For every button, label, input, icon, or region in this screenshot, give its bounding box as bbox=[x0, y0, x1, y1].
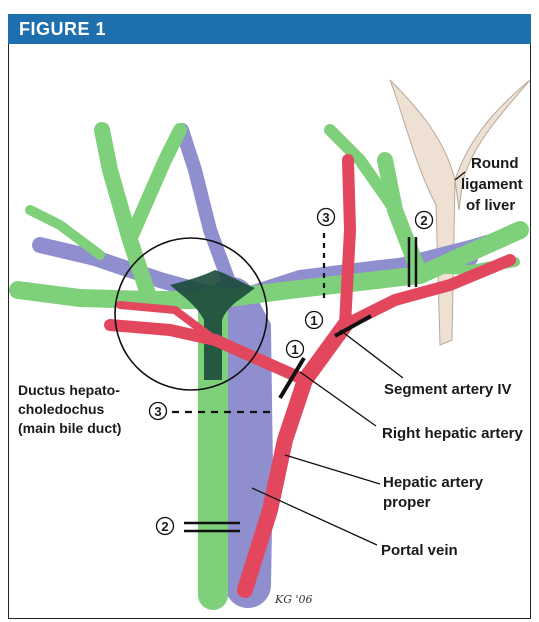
label-segment-artery: Segment artery IV bbox=[384, 381, 512, 398]
svg-text:1: 1 bbox=[291, 342, 298, 357]
marker-2-right: 2 bbox=[416, 212, 433, 229]
artist-signature: KG '06 bbox=[274, 593, 313, 606]
marker-3-top: 3 bbox=[318, 209, 335, 226]
svg-text:1: 1 bbox=[310, 313, 317, 328]
svg-text:2: 2 bbox=[420, 213, 427, 228]
label-round-ligament-1: Round bbox=[471, 155, 518, 172]
svg-text:2: 2 bbox=[161, 519, 168, 534]
marker-1-upper: 1 bbox=[306, 312, 323, 329]
label-round-ligament-2: ligament bbox=[461, 176, 523, 193]
label-portal-vein: Portal vein bbox=[381, 542, 458, 559]
label-bile-duct-2: choledochus bbox=[18, 401, 105, 417]
marker-3-left: 3 bbox=[150, 403, 167, 420]
label-bile-duct-1: Ductus hepato- bbox=[18, 382, 120, 398]
label-hepatic-artery-proper-1: Hepatic artery bbox=[383, 474, 484, 491]
label-right-hepatic-artery: Right hepatic artery bbox=[382, 425, 524, 442]
marker-2-bottom: 2 bbox=[157, 518, 174, 535]
label-bile-duct-3: (main bile duct) bbox=[18, 420, 121, 436]
label-round-ligament-3: of liver bbox=[466, 197, 515, 214]
marker-1-lower: 1 bbox=[287, 341, 304, 358]
svg-text:3: 3 bbox=[154, 404, 161, 419]
label-hepatic-artery-proper-2: proper bbox=[383, 494, 431, 511]
svg-text:3: 3 bbox=[322, 210, 329, 225]
